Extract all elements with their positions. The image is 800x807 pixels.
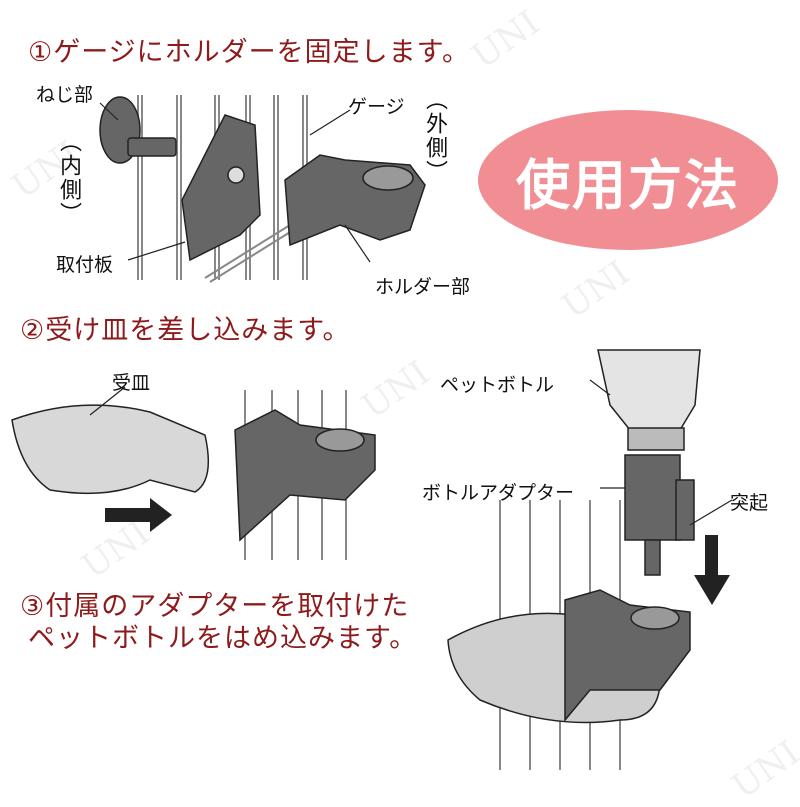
- holder: [284, 154, 426, 247]
- step-2-text: ②受け皿を差し込みます。: [20, 315, 351, 346]
- label-bottle: ペットボトル: [440, 374, 555, 396]
- label-protrusion: 突起: [730, 492, 769, 514]
- label-inner: （内側）: [56, 130, 81, 226]
- bottle-adapter: [624, 454, 695, 576]
- label-holder: ホルダー部: [375, 276, 471, 298]
- label-outer: （外側）: [422, 88, 447, 184]
- tray-2: [11, 404, 210, 495]
- arrow-down: [694, 535, 730, 605]
- usage-badge-text: 使用方法: [516, 153, 740, 217]
- label-adapter: ボトルアダプター: [422, 482, 575, 504]
- leader-lines-3: [89, 379, 733, 526]
- holder-2: [234, 409, 376, 542]
- label-screw: ねじ部: [36, 84, 94, 106]
- step-3-text-line2: ペットボトルをはめ込みます。: [28, 623, 418, 654]
- holder-3: [564, 589, 691, 723]
- label-tray: 受皿: [112, 372, 151, 394]
- step-1-text: ①ゲージにホルダーを固定します。: [28, 37, 470, 68]
- label-plate: 取付板: [56, 254, 114, 276]
- step-3-text-line1: ③付属のアダプターを取付けた: [20, 591, 410, 622]
- leader-lines-1: [99, 102, 371, 263]
- screw: [99, 96, 177, 164]
- bottle: [597, 349, 701, 451]
- usage-badge: 使用方法: [478, 110, 778, 250]
- arrow-right: [105, 498, 172, 532]
- label-cage: ゲージ: [348, 96, 405, 118]
- mounting-plate: [181, 114, 261, 262]
